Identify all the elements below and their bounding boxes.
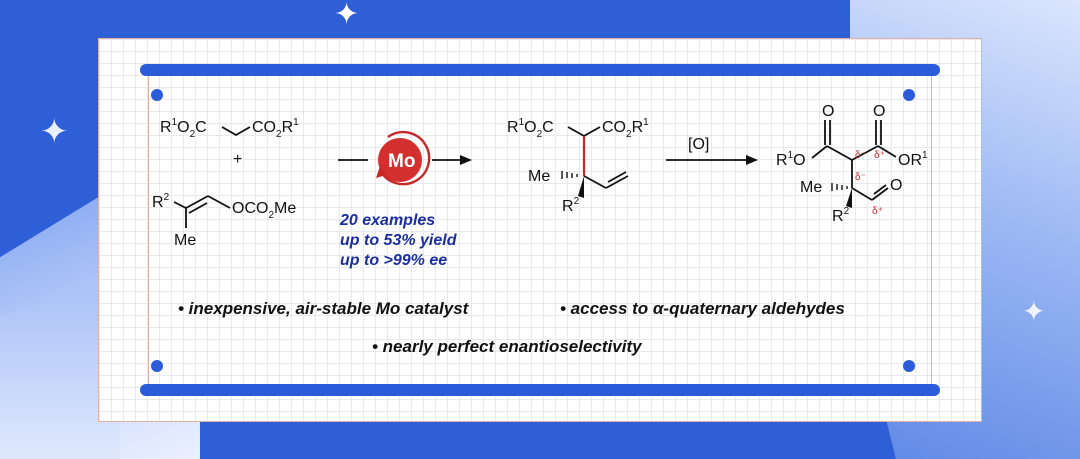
corner-dot [151, 89, 163, 101]
oxidant-label: [O] [688, 136, 709, 153]
bottom-bar [140, 384, 940, 396]
product2-left-ester: R1O [776, 150, 806, 169]
panel-border [148, 76, 932, 384]
corner-dot [903, 89, 915, 101]
reactant2-r2: R2 [152, 192, 170, 211]
product2-r2: R2 [832, 206, 850, 225]
stat-yield: up to 53% yield [340, 232, 457, 249]
product2-methyl: Me [800, 179, 822, 196]
delta-minus-label-2: δ⁻ [855, 172, 866, 183]
top-bar [140, 64, 940, 76]
cycle-arrow-icon [376, 166, 386, 178]
mo-catalyst-circle [378, 138, 422, 182]
reactant2-carbonate: OCO2Me [232, 200, 296, 221]
bullet-selectivity: • nearly perfect enantioselectivity [372, 337, 642, 356]
aldehyde-product: O O R1O OR1 δ⁻ δ⁺ δ⁻ Me R2 O δ⁺ [776, 103, 928, 225]
catalyst-label: Mo [388, 151, 415, 172]
sparkle-icon: ✦ [334, 0, 360, 31]
product1-right-ester: CO2R1 [602, 117, 649, 140]
catalysis-arrow: Mo [338, 130, 472, 186]
malonate-left-ester: R1O2C [160, 117, 207, 140]
product1-methyl: Me [528, 168, 550, 185]
bullet-aldehydes: • access to α-quaternary aldehydes [560, 299, 845, 318]
corner-dot [151, 360, 163, 372]
product2-right-ester: OR1 [898, 150, 928, 169]
plus-sign: + [233, 151, 242, 168]
sparkle-icon: ✦ [1022, 296, 1046, 327]
malonate-reactant: R1O2C CO2R1 [160, 117, 299, 140]
reactant2-methyl: Me [174, 232, 196, 249]
oxidation-arrow: [O] [666, 136, 758, 165]
stat-examples: 20 examples [340, 212, 436, 229]
corner-dot [903, 360, 915, 372]
allylation-product: R1O2C CO2R1 Me R2 [507, 117, 649, 215]
product1-r2: R2 [562, 196, 580, 215]
scheme-card [98, 38, 982, 422]
product2-aldehyde-o: O [890, 177, 902, 194]
stat-ee: up to >99% ee [340, 252, 448, 269]
reaction-stats: 20 examples up to 53% yield up to >99% e… [340, 211, 456, 271]
delta-plus-label: δ⁺ [874, 150, 885, 161]
delta-plus-label-2: δ⁺ [872, 206, 883, 217]
malonate-right-ester: CO2R1 [252, 117, 299, 140]
sparkle-icon: ✦ [40, 113, 69, 151]
product2-carbonyl-o-right: O [873, 103, 885, 120]
allylic-carbonate-reactant: R2 Me OCO2Me [152, 192, 296, 249]
product1-left-ester: R1O2C [507, 117, 554, 140]
bullet-catalyst: • inexpensive, air-stable Mo catalyst [178, 299, 469, 318]
delta-minus-label: δ⁻ [855, 150, 866, 161]
product2-carbonyl-o-left: O [822, 103, 834, 120]
